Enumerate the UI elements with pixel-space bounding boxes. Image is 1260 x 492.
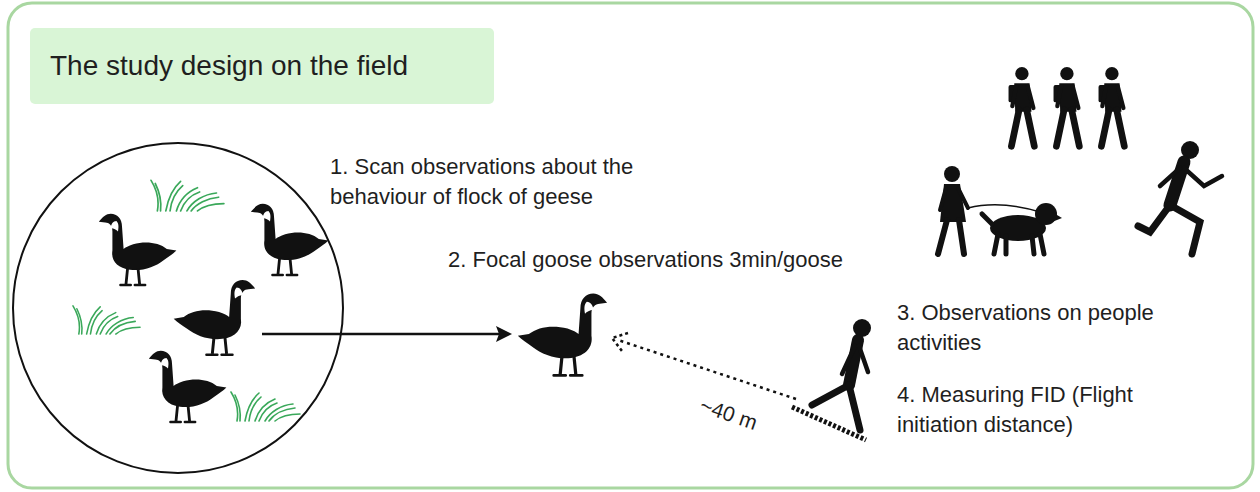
distance-label: ~40 m xyxy=(695,391,760,438)
observer-walker xyxy=(792,319,871,440)
step-label: 2. Focal goose observations 3min/goose xyxy=(448,245,843,275)
fid-dotted-arrow xyxy=(612,333,796,399)
people-activities xyxy=(938,67,1222,254)
step-label: 4. Measuring FID (Flight initiation dist… xyxy=(897,380,1217,441)
focal-arrow xyxy=(262,326,512,342)
title-box: The study design on the field xyxy=(30,28,494,104)
flock-circle xyxy=(13,143,343,473)
diagram-title: The study design on the field xyxy=(50,50,408,82)
step-label: 1. Scan observations about the behaviour… xyxy=(330,152,690,213)
flock-geese xyxy=(99,204,329,422)
step-label: 3. Observations on people activities xyxy=(897,298,1217,359)
outer-frame xyxy=(8,3,1253,488)
focal-goose xyxy=(518,294,607,376)
